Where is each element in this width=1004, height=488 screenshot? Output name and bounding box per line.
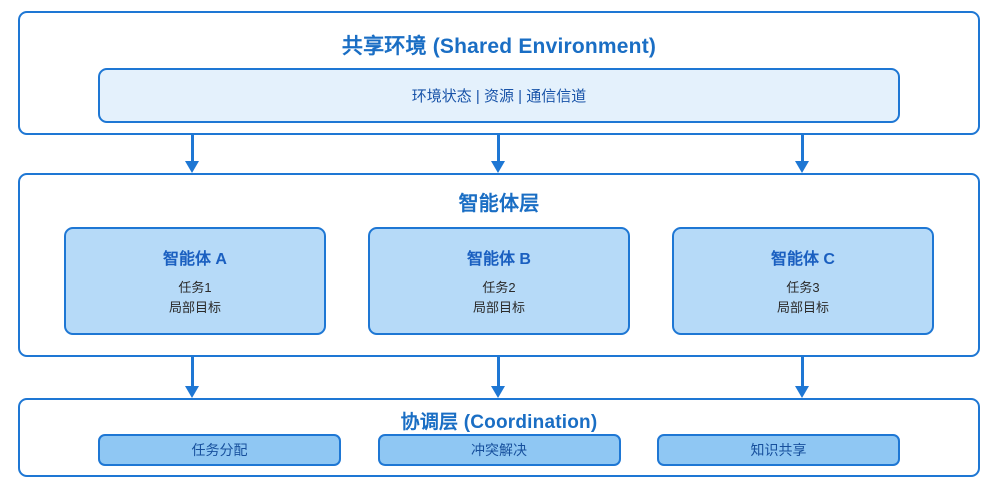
agent-card-b-task: 任务2: [482, 279, 516, 295]
arrow-shaft: [801, 357, 804, 386]
agent-card-a-task: 任务1: [178, 279, 212, 295]
agent-card-b[interactable]: 智能体 B 任务2 局部目标: [368, 227, 630, 335]
arrow-head-icon: [795, 386, 809, 398]
environment-state-text: 环境状态 | 资源 | 通信信道: [411, 88, 587, 105]
agent-card-list: 智能体 A 任务1 局部目标 智能体 B 任务2 局部目标 智能体 C 任务3 …: [20, 227, 978, 337]
agent-card-c-goal: 局部目标: [776, 299, 829, 315]
coordination-pill-list: 任务分配 冲突解决 知识共享: [20, 434, 978, 468]
arrow-shaft: [497, 357, 500, 386]
arrow-head-icon: [185, 386, 199, 398]
arrow-shaft: [497, 135, 500, 161]
agent-card-a-title: 智能体 A: [162, 250, 227, 268]
arrow-agent-c-to-coord: [795, 357, 809, 398]
agent-card-c-task: 任务3: [786, 279, 820, 295]
coordination-pill-knowledge-sharing[interactable]: 知识共享: [657, 434, 900, 466]
coordination-pill-conflict-resolution[interactable]: 冲突解决: [377, 434, 621, 466]
coordination-pill-task-allocation[interactable]: 任务分配: [98, 434, 341, 466]
arrow-agent-b-to-coord: [491, 357, 505, 398]
arrow-shaft: [801, 135, 804, 161]
agent-card-a[interactable]: 智能体 A 任务1 局部目标: [64, 227, 326, 335]
agent-card-a-goal: 局部目标: [168, 299, 221, 315]
coordination-pill-task-allocation-label: 任务分配: [191, 442, 248, 458]
arrow-agent-a-to-coord: [185, 357, 199, 398]
agent-layer-title: 智能体层: [458, 193, 540, 215]
arrow-env-to-agent-b: [491, 135, 505, 173]
coordination-layer-panel: 协调层 (Coordination) 任务分配 冲突解决 知识共享: [18, 398, 980, 477]
agent-card-c[interactable]: 智能体 C 任务3 局部目标: [672, 227, 934, 335]
agent-card-b-title: 智能体 B: [466, 250, 531, 268]
arrow-env-to-agent-c: [795, 135, 809, 173]
arrow-head-icon: [491, 386, 505, 398]
agent-layer-panel: 智能体层 智能体 A 任务1 局部目标 智能体 B 任务2 局部目标 智能体 C…: [18, 173, 980, 357]
arrow-head-icon: [185, 161, 199, 173]
coordination-pill-knowledge-sharing-label: 知识共享: [750, 442, 807, 458]
arrow-shaft: [191, 135, 194, 161]
shared-environment-panel: 共享环境 (Shared Environment) 环境状态 | 资源 | 通信…: [18, 11, 980, 135]
environment-state-box: 环境状态 | 资源 | 通信信道: [98, 68, 900, 123]
agent-card-c-title: 智能体 C: [770, 250, 835, 268]
shared-environment-title: 共享环境 (Shared Environment): [341, 35, 657, 58]
coordination-pill-conflict-resolution-label: 冲突解决: [471, 442, 527, 458]
agent-card-b-goal: 局部目标: [472, 299, 525, 315]
coordination-layer-title: 协调层 (Coordination): [400, 412, 598, 433]
arrow-head-icon: [795, 161, 809, 173]
arrow-env-to-agent-a: [185, 135, 199, 173]
arrow-shaft: [191, 357, 194, 386]
arrow-head-icon: [491, 161, 505, 173]
